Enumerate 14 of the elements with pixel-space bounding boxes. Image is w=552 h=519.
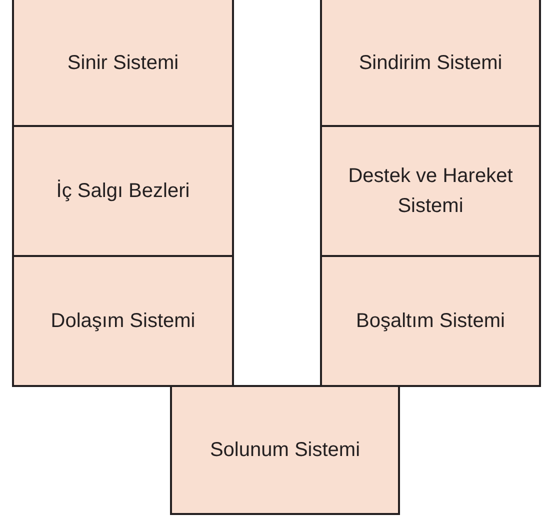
system-box (12, 0, 234, 127)
system-label: Solunum Sistemi (210, 438, 360, 463)
system-label: Dolaşım Sistemi (50, 309, 196, 334)
system-label: Sindirim Sistemi (358, 50, 502, 76)
system-box (320, 0, 541, 127)
system-label: İç Salgı Bezleri (56, 178, 190, 204)
system-box (170, 385, 400, 515)
system-label: Sinir Sistemi (67, 50, 179, 76)
system-label: Boşaltım Sistemi (356, 309, 505, 334)
system-label: Destek ve Hareket Sistemi (347, 164, 514, 219)
system-box (12, 255, 234, 387)
system-box (320, 255, 541, 387)
system-box (320, 125, 541, 257)
system-box (12, 125, 234, 257)
